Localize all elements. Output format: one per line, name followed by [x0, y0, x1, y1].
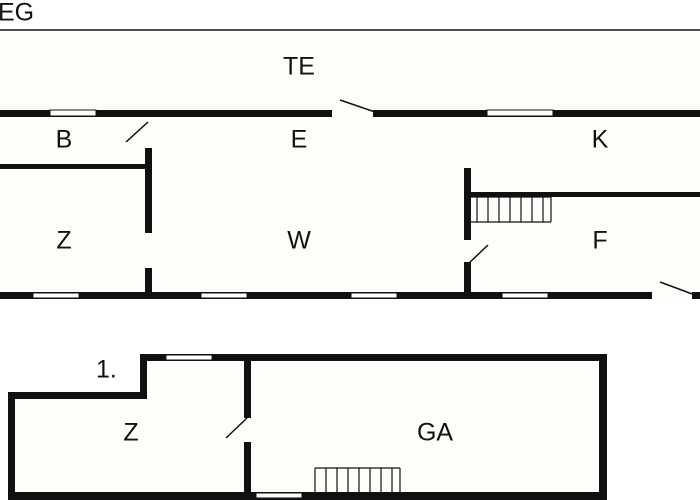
room-label-living: W	[287, 227, 311, 255]
lower-wall-divider-bottom	[244, 442, 251, 497]
wall-bath-bottom	[0, 164, 148, 169]
window-room-left-bottom	[32, 292, 80, 299]
lower-wall-bottom	[8, 492, 607, 500]
room-label-entrance: E	[291, 126, 308, 154]
stairs-upper	[471, 196, 552, 223]
bath-door-leaf	[125, 121, 149, 143]
room-label-room-left: Z	[56, 227, 71, 255]
floor-label: EG	[0, 0, 34, 27]
exterior-door-leaf	[659, 281, 696, 296]
hall-door-leaf	[467, 244, 489, 265]
wall-vertical-right-top	[464, 168, 471, 240]
window-kitchen-top	[486, 109, 554, 117]
window-hall-bottom	[501, 292, 549, 299]
lower-wall-right	[599, 354, 607, 500]
lower-wall-top	[140, 354, 607, 361]
lower-floor-area	[12, 357, 606, 497]
lower-door-leaf	[225, 417, 248, 439]
lower-wall-left	[8, 392, 15, 500]
wall-upper-bottom-right	[468, 292, 652, 299]
wall-kitchen-bottom	[468, 192, 700, 197]
room-label-terrace: TE	[283, 53, 315, 81]
window-bath-top	[49, 109, 97, 117]
room-label-hall: F	[592, 227, 607, 255]
window-living-bottom-1	[200, 292, 248, 299]
terrace-door-leaf	[339, 99, 376, 113]
room-label-kitchen: K	[592, 126, 609, 154]
stairs-lower	[314, 467, 401, 493]
room-label-lower-room: Z	[123, 419, 138, 447]
wall-vertical-right-bottom	[464, 262, 471, 298]
lower-wall-left-step	[140, 354, 147, 398]
wall-terrace-main	[0, 110, 332, 117]
wall-upper-bottom-end	[692, 292, 700, 299]
lower-wall-step-horizontal	[8, 392, 147, 399]
window-living-bottom-2	[350, 292, 398, 299]
level-label: 1.	[96, 356, 117, 384]
room-label-bath: B	[56, 126, 73, 154]
lower-window-top	[165, 354, 213, 361]
room-label-garage: GA	[417, 419, 453, 447]
wall-vertical-left-bottom	[145, 268, 152, 298]
lower-window-bottom	[255, 492, 303, 499]
wall-vertical-left-top	[145, 148, 152, 233]
lower-wall-divider-top	[244, 358, 251, 418]
